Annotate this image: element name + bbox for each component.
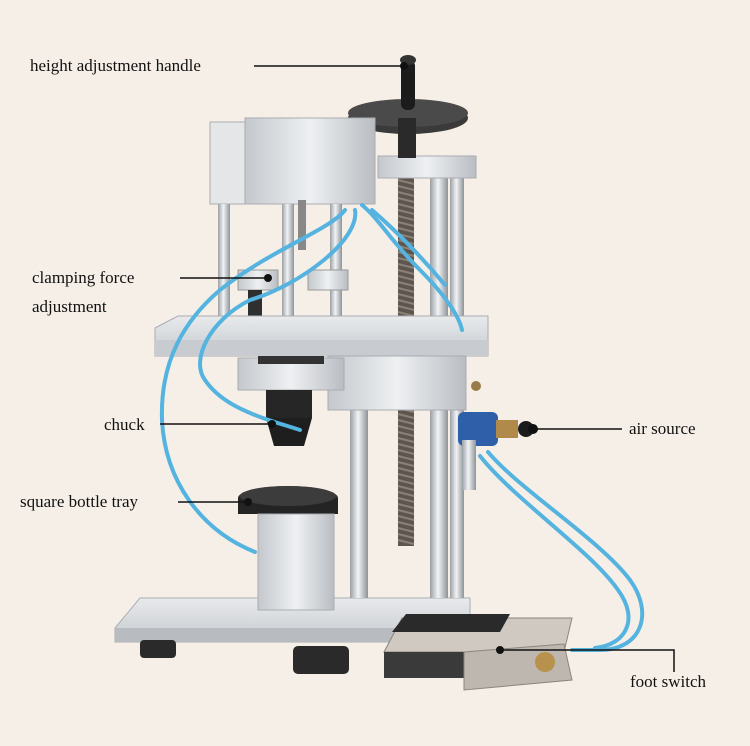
label-air-source: air source bbox=[629, 419, 696, 438]
cylinder-rods bbox=[218, 200, 342, 334]
carriage-screw bbox=[471, 381, 481, 391]
chuck-housing bbox=[237, 356, 345, 391]
chuck bbox=[266, 390, 312, 446]
air-tubes bbox=[159, 203, 645, 652]
label-clamping-force-line1: clamping force bbox=[32, 268, 135, 287]
leader-dots bbox=[244, 62, 538, 654]
label-square-bottle-tray: square bottle tray bbox=[20, 492, 139, 511]
foot-pedal bbox=[383, 614, 573, 691]
carriage bbox=[327, 355, 467, 411]
label-chuck: chuck bbox=[104, 415, 145, 434]
base-feet bbox=[140, 640, 349, 674]
bottle-tray bbox=[238, 486, 338, 611]
leader-foot-switch bbox=[500, 649, 675, 672]
base-plate bbox=[114, 597, 471, 643]
label-foot-switch: foot switch bbox=[630, 672, 707, 691]
label-clamping-force-line2: adjustment bbox=[32, 297, 107, 316]
air-source-fitting bbox=[458, 412, 534, 490]
leader-lines bbox=[160, 65, 675, 672]
handwheel bbox=[348, 99, 468, 158]
label-height-adjustment-handle: height adjustment handle bbox=[30, 56, 201, 75]
upper-bracket bbox=[377, 155, 477, 179]
cylinder-block bbox=[209, 117, 376, 205]
main-plate bbox=[154, 315, 489, 357]
